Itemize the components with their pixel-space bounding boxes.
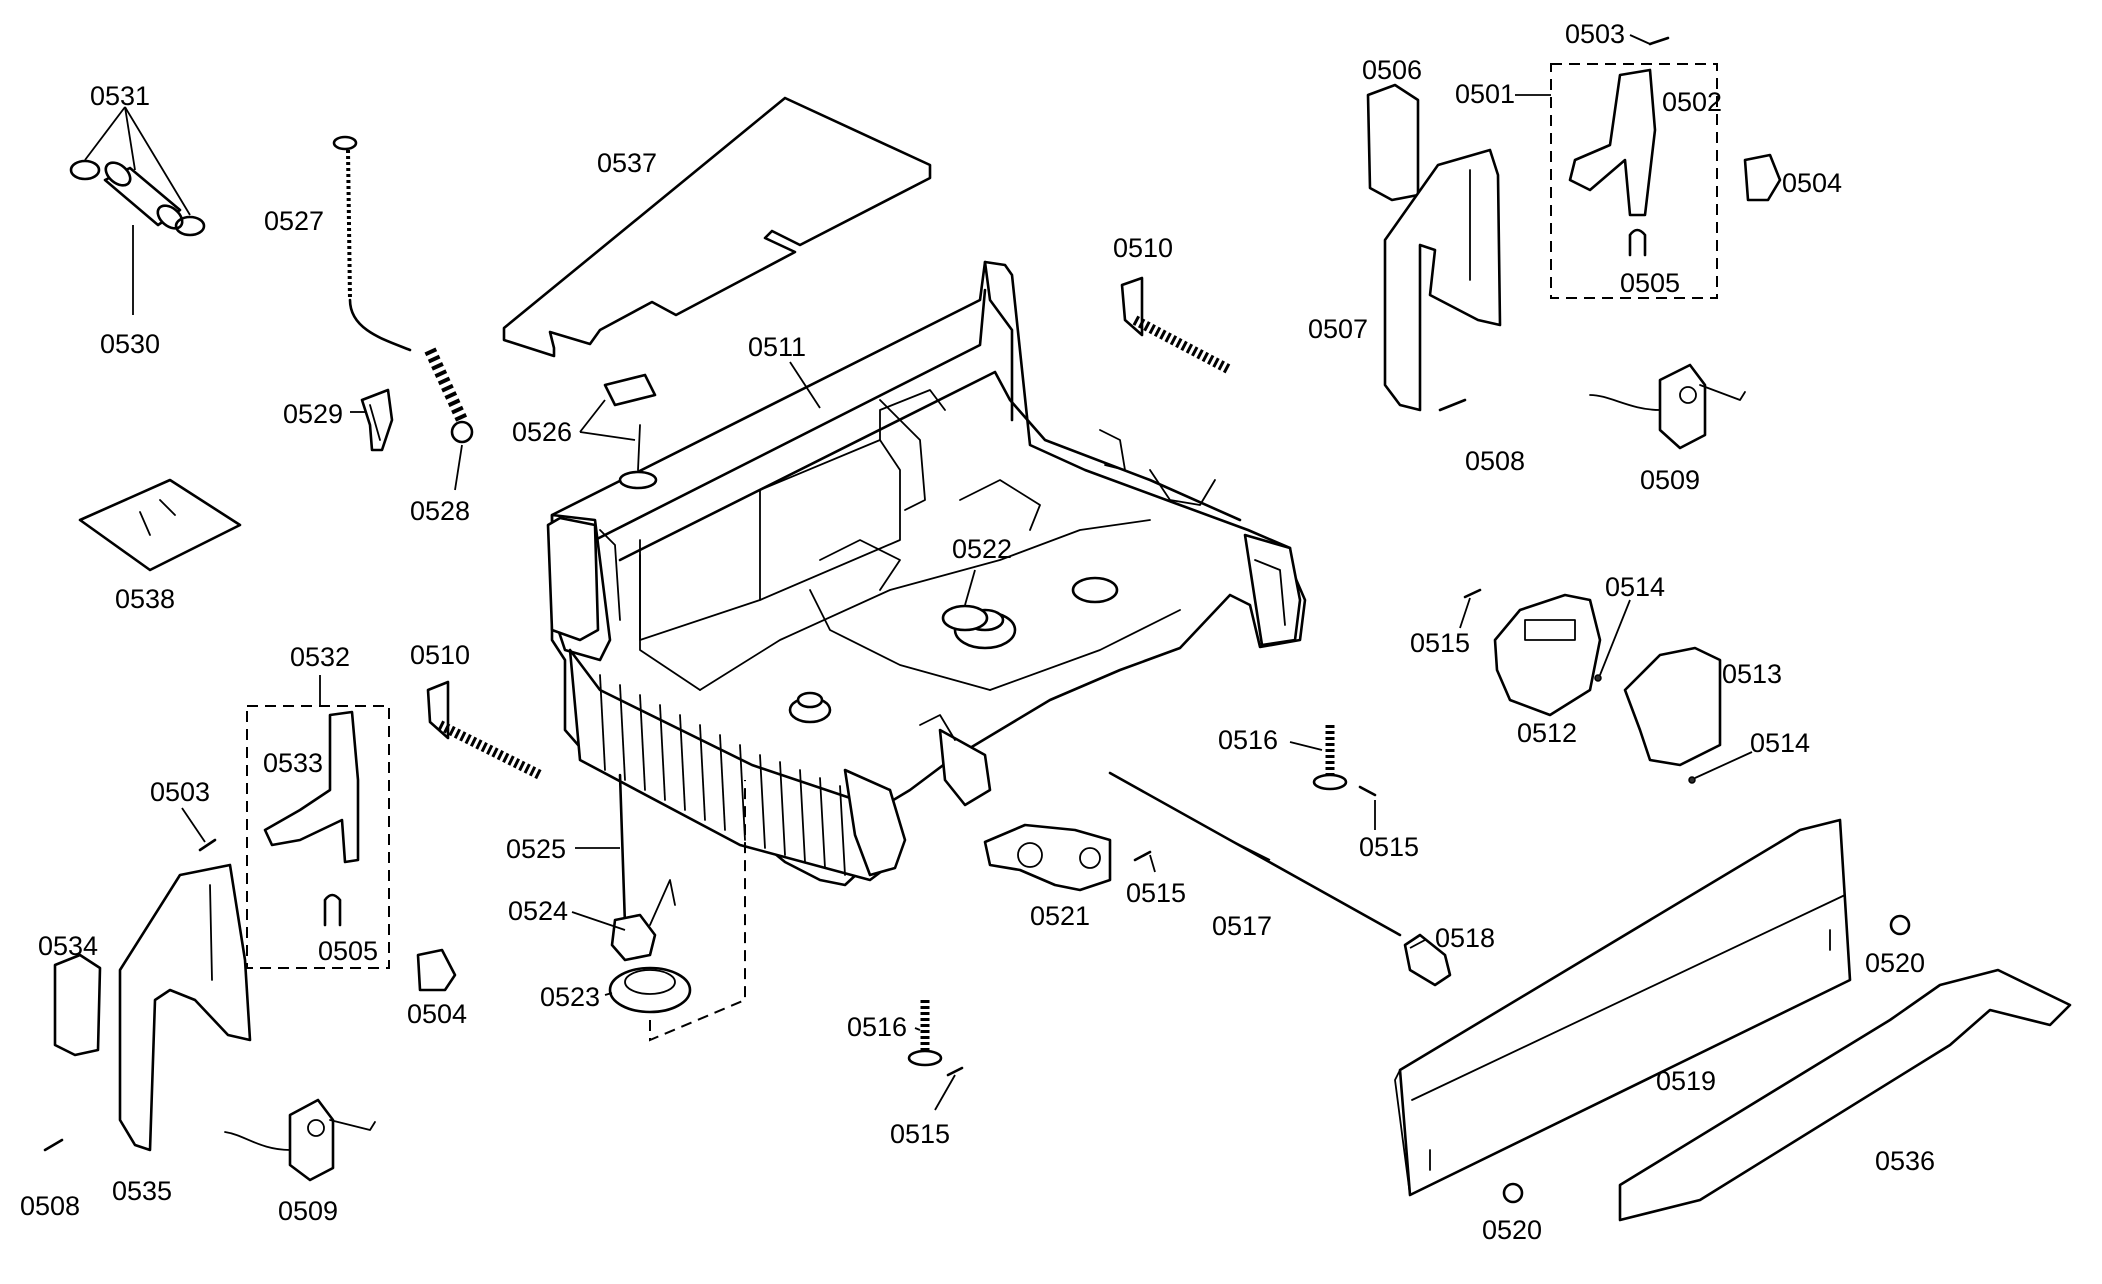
part-0516-leveling-foot-left (907, 1000, 943, 1067)
part-0527-drain-hose (332, 135, 468, 423)
label-0514: 0514 (1750, 728, 1810, 758)
part-0510-hinge-spring-right (1120, 276, 1233, 375)
part-0523-float-base (608, 966, 692, 1014)
label-0525: 0525 (506, 834, 566, 864)
label-0509: 0509 (1640, 465, 1700, 495)
part-0510-hinge-spring-left (426, 680, 543, 780)
label-0503: 0503 (150, 777, 210, 807)
part-0519-kick-plate (1394, 818, 1852, 1197)
label-0504: 0504 (1782, 168, 1842, 198)
label-0520: 0520 (1865, 948, 1925, 978)
part-0514-screws (1594, 674, 1696, 784)
label-0515: 0515 (1359, 832, 1419, 862)
label-0508: 0508 (20, 1191, 80, 1221)
label-0533: 0533 (263, 748, 323, 778)
leader-0523-base (649, 780, 746, 1042)
label-0524: 0524 (508, 896, 568, 926)
label-0503: 0503 (1565, 19, 1625, 49)
part-0504-clip-top (1743, 153, 1782, 202)
part-0518-bushing (1403, 933, 1452, 987)
part-0534-cover (53, 953, 102, 1057)
label-0521: 0521 (1030, 901, 1090, 931)
label-0526: 0526 (512, 417, 572, 447)
part-0509-latch-motor-left (224, 1098, 376, 1182)
part-0525-float-rod (618, 773, 627, 927)
group-0501-hinge-kit (1550, 63, 1718, 299)
part-0504-clip-left (416, 948, 457, 992)
label-0508: 0508 (1465, 446, 1525, 476)
part-0536-insulation-strip (1618, 968, 2072, 1222)
part-0521-inlet-valve (983, 823, 1112, 892)
part-0526-switch-and-foot (603, 373, 658, 490)
part-0516-leveling-foot-right (1312, 725, 1348, 791)
label-0518: 0518 (1435, 923, 1495, 953)
label-0538: 0538 (115, 584, 175, 614)
part-0513-cover-cap (1623, 646, 1722, 767)
group-0532-hinge-kit (246, 705, 390, 969)
label-0506: 0506 (1362, 55, 1422, 85)
label-0516: 0516 (1218, 725, 1278, 755)
label-0505: 0505 (1620, 268, 1680, 298)
part-0508-screw-top (1438, 398, 1467, 412)
label-0515: 0515 (890, 1119, 950, 1149)
part-0517-rod (1108, 771, 1402, 937)
label-0531: 0531 (90, 81, 150, 111)
part-0535-hinge-bracket (118, 863, 252, 1152)
part-0509-latch-motor-top (1589, 363, 1746, 450)
label-0511: 0511 (748, 332, 806, 362)
label-0519: 0519 (1656, 1066, 1716, 1096)
label-0514: 0514 (1605, 572, 1665, 602)
label-0528: 0528 (410, 496, 470, 526)
part-0506-cover (1366, 83, 1420, 202)
part-0511-base-tub (546, 260, 1307, 887)
part-0522-sump-part (941, 604, 989, 632)
label-0535: 0535 (112, 1176, 172, 1206)
part-0512-housing (1493, 593, 1602, 717)
part-0531-hose-clamps (69, 159, 206, 237)
label-0529: 0529 (283, 399, 343, 429)
label-0536: 0536 (1875, 1146, 1935, 1176)
label-0505: 0505 (318, 936, 378, 966)
part-0537-insulation-mat (502, 96, 932, 358)
part-0530-tube (103, 161, 184, 230)
label-0517: 0517 (1212, 911, 1272, 941)
label-0504: 0504 (407, 999, 467, 1029)
label-0522: 0522 (952, 534, 1012, 564)
label-0532: 0532 (290, 642, 350, 672)
part-0503-screw-left (198, 838, 217, 852)
label-0515: 0515 (1410, 628, 1470, 658)
label-0510: 0510 (1113, 233, 1173, 263)
part-labels: 0501 0502 0503 0503 0504 0504 0505 0505 … (20, 19, 1935, 1245)
label-0534: 0534 (38, 931, 98, 961)
label-0520: 0520 (1482, 1215, 1542, 1245)
label-0509: 0509 (278, 1196, 338, 1226)
label-0530: 0530 (100, 329, 160, 359)
label-0502: 0502 (1662, 87, 1722, 117)
label-0537: 0537 (597, 148, 657, 178)
part-0507-hinge-bracket (1383, 148, 1502, 412)
leader-lines (84, 34, 1753, 1111)
part-0520-screws (1502, 914, 1911, 1204)
part-0538-screw-bag (78, 478, 242, 572)
label-0501: 0501 (1455, 79, 1515, 109)
label-0510: 0510 (410, 640, 470, 670)
part-0528-hose-end (450, 420, 474, 444)
label-0527: 0527 (264, 206, 324, 236)
part-0503-screw-top (1648, 36, 1670, 46)
part-0508-screw-left (43, 1138, 64, 1152)
part-0515-screws (946, 588, 1482, 1077)
label-0512: 0512 (1517, 718, 1577, 748)
part-0529-hose-clip (360, 388, 394, 452)
label-0513: 0513 (1722, 659, 1782, 689)
label-0507: 0507 (1308, 314, 1368, 344)
part-0524-switch (610, 879, 676, 962)
label-0516: 0516 (847, 1012, 907, 1042)
label-0515: 0515 (1126, 878, 1186, 908)
label-0523: 0523 (540, 982, 600, 1012)
